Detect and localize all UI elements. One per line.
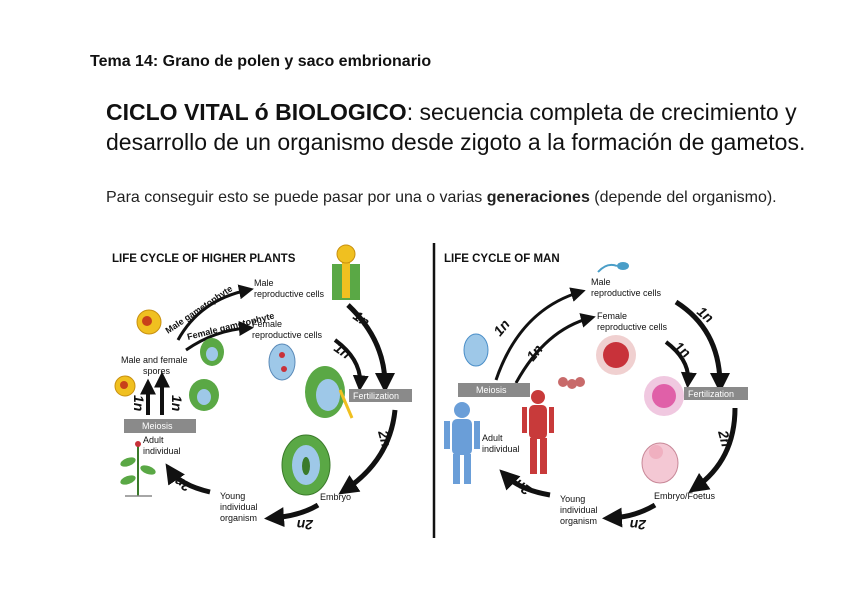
topic-title: Tema 14: Grano de polen y saco embrionar… (90, 53, 432, 70)
plants-spores-label-2: spores (143, 366, 171, 376)
man-ploidy-1n-c: 1n (490, 316, 513, 339)
plants-spores-label-1: Male and female (121, 355, 188, 365)
plants-male-cells-label-2: reproductive cells (254, 289, 325, 299)
plants-arrow-to-male-cells (176, 284, 254, 341)
man-arrow-to-embryo (688, 407, 738, 493)
ovule-small-icon (189, 379, 219, 411)
man-arrow-to-young (602, 502, 657, 528)
man-ploidy-1n-b: 1n (671, 338, 694, 361)
plants-fertilization-box (349, 389, 412, 402)
plants-ploidy-2n-a: 2n (375, 428, 395, 449)
man-male-cells-label-2: reproductive cells (591, 288, 662, 298)
plants-arrow-to-young (264, 502, 320, 528)
plants-adult-label-1: Adult (143, 435, 164, 445)
plants-young-label-2: individual (220, 502, 258, 512)
man-arrow-to-adult (499, 469, 551, 498)
man-fertilization-box (684, 387, 748, 400)
man-arrow-male-to-fertilization (674, 299, 730, 393)
plants-ploidy-1n-c: 1n (131, 395, 147, 411)
man-adult-label-2: individual (482, 444, 520, 454)
man-panel: LIFE CYCLE OF MAN (444, 253, 748, 533)
foetus-icon (641, 442, 679, 484)
plants-fertilization-label: Fertilization (353, 391, 399, 401)
man-adult-label-1: Adult (482, 433, 503, 443)
man-arrow-to-male-cells (494, 287, 586, 381)
stigma-icon (332, 244, 360, 300)
testis-icon (463, 333, 489, 367)
pollen-grain-icon (136, 309, 162, 335)
egg-cell-icon (596, 335, 636, 375)
man-ploidy-2n-c: 2n (511, 476, 534, 499)
plants-young-label-1: Young (220, 491, 245, 501)
plants-female-cells-label-2: reproductive cells (252, 330, 323, 340)
generations-note: Para conseguir esto se puede pasar por u… (106, 187, 806, 208)
plants-embryo-label: Embryo (320, 492, 351, 502)
adult-man-icon (444, 402, 480, 484)
man-arrow-to-female-cells (514, 313, 596, 384)
man-female-cells-label-1: Female (597, 311, 627, 321)
man-ploidy-2n-a: 2n (715, 428, 735, 449)
sperm-icon (597, 262, 629, 273)
man-meiosis-box (458, 383, 530, 397)
plants-title: LIFE CYCLE OF HIGHER PLANTS (112, 253, 296, 265)
plants-arrow-female-to-fertilization (333, 338, 369, 392)
adult-plant-icon (120, 441, 156, 497)
man-ploidy-2n-b: 2n (630, 517, 647, 533)
ovary-icon (558, 377, 585, 389)
plants-arrow-male-to-fertilization (346, 303, 395, 393)
seed-embryo-icon (281, 434, 331, 496)
plants-panel: LIFE CYCLE OF HIGHER PLANTS Male gametop… (112, 244, 412, 533)
adult-woman-icon (522, 390, 554, 474)
man-male-cells-label-1: Male (591, 277, 611, 287)
plants-adult-label-2: individual (143, 446, 181, 456)
man-arrow-female-to-fertilization (664, 340, 697, 389)
plants-young-label-3: organism (220, 513, 257, 523)
ovule-icon (200, 338, 224, 366)
plants-arrow-to-adult (165, 463, 211, 495)
plants-ploidy-1n-d: 1n (169, 395, 185, 411)
man-fertilization-label: Fertilization (688, 389, 734, 399)
cycle-term: CICLO VITAL ó BIOLOGICO (106, 99, 407, 125)
note-text-bold: generaciones (486, 189, 590, 206)
man-young-label-3: organism (560, 516, 597, 526)
man-embryo-label: Embryo/Foetus (654, 491, 716, 501)
plants-ploidy-1n-b: 1n (331, 339, 354, 361)
note-text-after: (depende del organismo). (589, 189, 777, 206)
plants-meiosis-box (124, 419, 196, 433)
pollen-grain-small-icon (114, 375, 136, 397)
note-text-before: Para conseguir esto se puede pasar por u… (106, 189, 487, 206)
cycle-definition: CICLO VITAL ó BIOLOGICO: secuencia compl… (106, 97, 806, 157)
embryo-sac-icon (268, 343, 296, 381)
man-young-label-2: individual (560, 505, 598, 515)
plants-ploidy-2n-c: 2n (171, 473, 194, 496)
plants-ploidy-2n-b: 2n (297, 517, 314, 533)
plants-arrow-to-embryo (338, 409, 398, 495)
plants-meiosis-label: Meiosis (142, 421, 173, 431)
cycle-definition-text: : secuencia completa de crecimiento y de… (106, 99, 806, 155)
plants-arrow-to-female-cells (185, 321, 254, 352)
zygote-icon (644, 376, 684, 416)
plants-female-cells-label-1: Female (252, 319, 282, 329)
man-young-label-1: Young (560, 494, 585, 504)
man-title: LIFE CYCLE OF MAN (444, 253, 560, 265)
ovule-fertilization-icon (305, 366, 354, 419)
man-meiosis-label: Meiosis (476, 385, 507, 395)
plants-ploidy-1n-a: 1n (350, 307, 373, 329)
plants-male-cells-label-1: Male (254, 278, 274, 288)
man-female-cells-label-2: reproductive cells (597, 322, 668, 332)
